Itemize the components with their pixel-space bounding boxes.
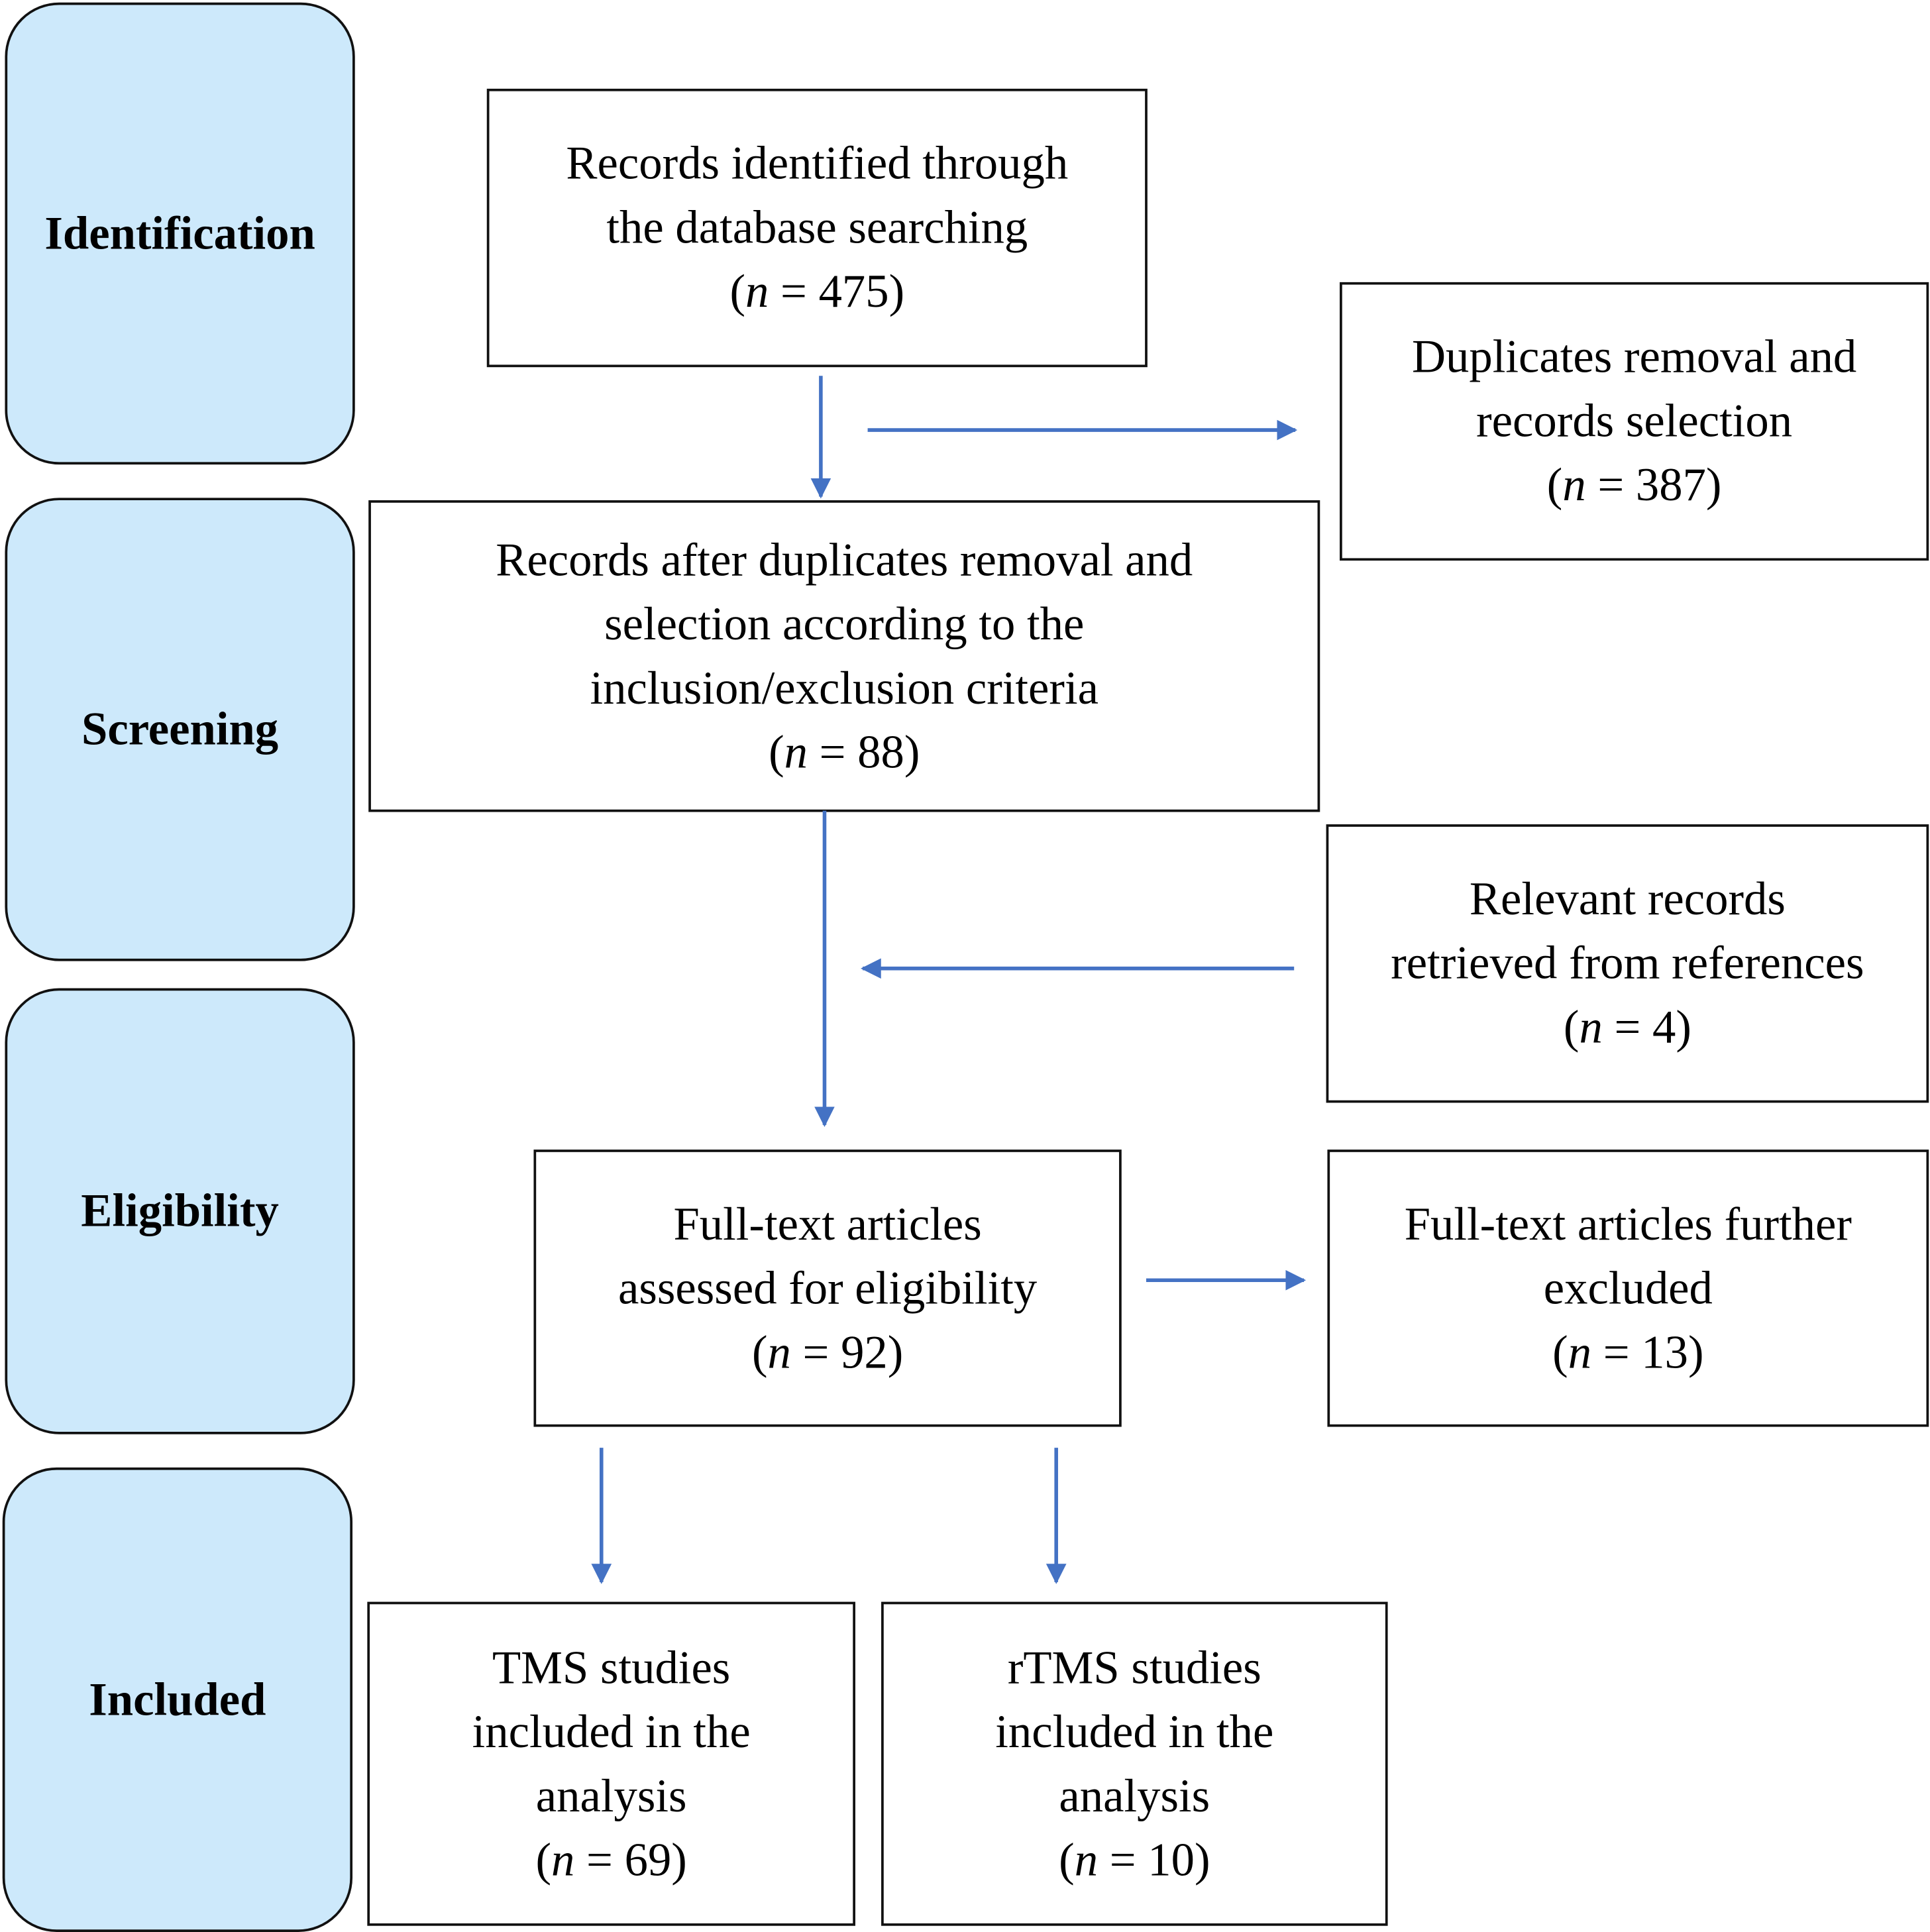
phase-included: Included (2, 1467, 353, 1932)
count-value: 69 (624, 1834, 672, 1886)
box-text-line: excluded (1543, 1262, 1713, 1315)
box-text-line: inclusion/exclusion criteria (590, 662, 1099, 714)
box-text-line: included in the (472, 1705, 751, 1758)
box-text-line: Duplicates removal and (1411, 331, 1857, 384)
phase-identification: Identification (5, 2, 355, 465)
record-count: (n = 69) (535, 1834, 687, 1886)
phase-screening-label: Screening (81, 703, 279, 755)
record-count: (n = 4) (1563, 1001, 1691, 1054)
box-full-text-assessed: Full-text articles assessed for eligibil… (533, 1150, 1122, 1427)
count-value: 13 (1641, 1326, 1688, 1379)
box-tms-studies: TMS studies included in the analysis (n … (367, 1601, 855, 1926)
box-text-line: records selection (1476, 395, 1793, 448)
record-count: (n = 92) (751, 1326, 904, 1379)
box-text-line: Records after duplicates removal and (496, 534, 1193, 586)
record-count: (n = 387) (1546, 459, 1722, 511)
box-text-line: the database searching (606, 201, 1028, 254)
box-records-identified: Records identified through the database … (486, 88, 1148, 368)
record-count: (n = 13) (1552, 1326, 1704, 1379)
phase-identification-label: Identification (44, 207, 315, 260)
box-text-line: analysis (1059, 1770, 1210, 1822)
box-text-line: Relevant records (1469, 873, 1786, 926)
phase-screening: Screening (5, 498, 355, 961)
box-text-line: analysis (535, 1770, 687, 1822)
box-text-line: included in the (995, 1705, 1274, 1758)
box-text-line: TMS studies (492, 1642, 731, 1694)
record-count: (n = 88) (769, 726, 920, 778)
phase-included-label: Included (89, 1674, 266, 1726)
box-full-text-excluded: Full-text articles further excluded (n =… (1327, 1150, 1929, 1427)
box-text-line: Full-text articles (673, 1198, 982, 1250)
box-text-line: assessed for eligibility (618, 1262, 1038, 1315)
box-references: Relevant records retrieved from referenc… (1326, 824, 1929, 1103)
box-text-line: Full-text articles further (1404, 1198, 1852, 1250)
record-count: (n = 10) (1059, 1834, 1210, 1886)
box-text-line: selection according to the (604, 598, 1085, 650)
count-value: 88 (857, 726, 904, 778)
box-duplicates-removal: Duplicates removal and records selection… (1340, 282, 1929, 561)
box-records-after-removal: Records after duplicates removal and sel… (368, 500, 1320, 812)
box-text-line: retrieved from references (1391, 938, 1864, 990)
count-value: 4 (1652, 1001, 1676, 1054)
record-count: (n = 475) (729, 266, 905, 318)
box-text-line: rTMS studies (1007, 1642, 1261, 1694)
count-value: 10 (1148, 1834, 1195, 1886)
box-text-line: Records identified through (566, 138, 1069, 190)
phase-eligibility-label: Eligibility (81, 1185, 279, 1238)
count-value: 387 (1635, 459, 1706, 511)
box-rtms-studies: rTMS studies included in the analysis (n… (881, 1601, 1388, 1926)
count-value: 92 (841, 1326, 888, 1379)
phase-eligibility: Eligibility (5, 988, 355, 1434)
count-value: 475 (818, 266, 889, 318)
